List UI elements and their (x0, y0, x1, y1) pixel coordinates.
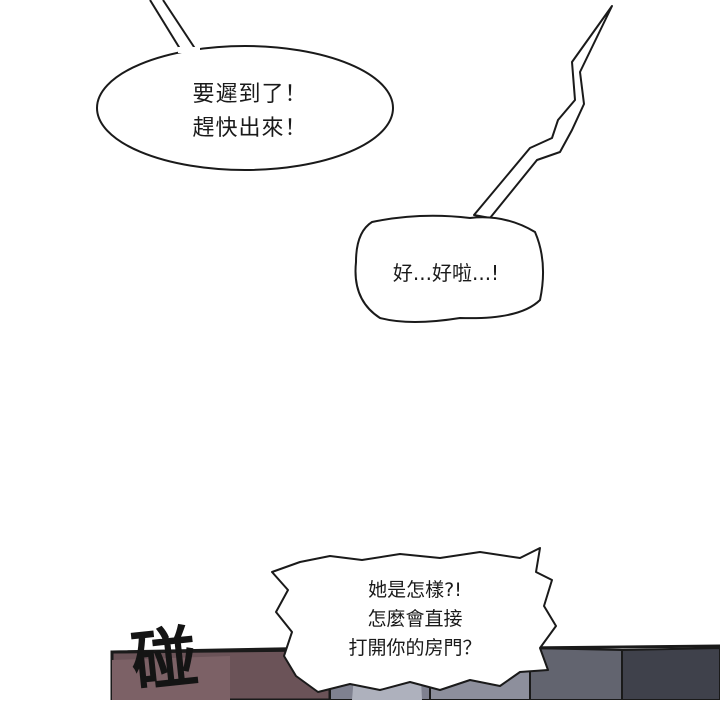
speech-bubble-2 (354, 5, 613, 323)
bubble-2-text: 好...好啦...! (356, 258, 536, 288)
bubble-1-line-1: 要遲到了！ (192, 82, 308, 107)
bubble-3-line-3: 打開你的房門？ (348, 637, 482, 659)
speech-bubble-1 (96, 0, 394, 171)
bubble-1-text: 要遲到了！ 趕快出來！ (130, 78, 370, 146)
bubble-3-text: 她是怎樣?! 怎麼會直接 打開你的房門？ (300, 576, 530, 663)
bubble-3-line-1: 她是怎樣?! (368, 579, 462, 601)
bubble-2-line-1: 好...好啦...! (392, 261, 500, 285)
bubble-3-line-2: 怎麼會直接 (367, 608, 463, 630)
bubble-1-line-2: 趕快出來！ (192, 116, 308, 141)
speech-bubble-3 (271, 547, 557, 693)
sound-effect-text: 碰 (127, 617, 200, 702)
